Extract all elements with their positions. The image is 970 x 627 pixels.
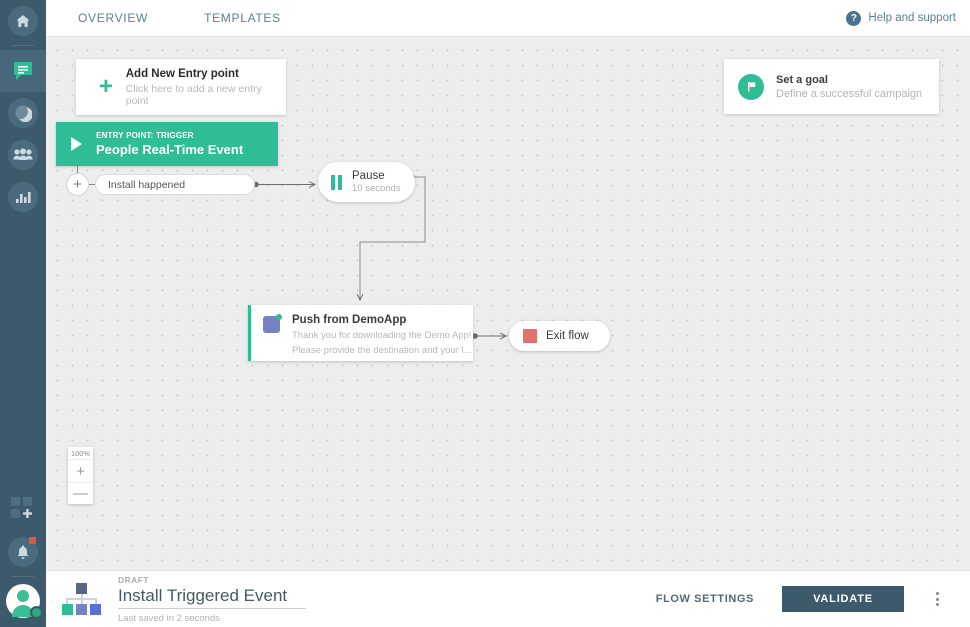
set-a-goal-card[interactable]: Set a goal Define a successful campaign <box>724 59 939 114</box>
condition-node-install-happened[interactable]: Install happened <box>95 174 255 195</box>
sidebar-item-apps[interactable] <box>0 489 46 531</box>
tab-templates[interactable]: TEMPLATES <box>204 11 281 25</box>
home-icon <box>8 6 38 36</box>
add-entry-text: Add New Entry point Click here to add a … <box>126 68 286 107</box>
zoom-in-button[interactable]: + <box>76 462 85 480</box>
sidebar-item-notifications[interactable] <box>0 531 46 573</box>
rail-divider <box>12 45 34 46</box>
sidebar-item-account[interactable] <box>0 581 46 627</box>
pause-subtitle: 10 seconds <box>352 183 401 194</box>
flow-diagram-icon <box>62 583 101 615</box>
flow-canvas[interactable]: + Add New Entry point Click here to add … <box>46 37 970 570</box>
exit-flow-node[interactable]: Exit flow <box>509 321 610 351</box>
sidebar-item-analytics[interactable] <box>0 176 46 218</box>
add-entry-subtitle: Click here to add a new entry point <box>125 82 262 107</box>
push-from-demoapp-node[interactable]: Push from DemoApp Thank you for download… <box>248 305 473 361</box>
rail-divider-bottom <box>12 576 34 577</box>
stop-square-icon <box>523 329 537 343</box>
goal-title: Set a goal <box>776 73 828 86</box>
last-saved-text: Last saved in 2 seconds <box>118 612 220 624</box>
sidebar-item-home[interactable] <box>0 0 46 42</box>
connector-layer <box>77 166 970 570</box>
bottom-bar: DRAFT Install Triggered Event Last saved… <box>46 570 970 627</box>
bottom-bar-actions: FLOW SETTINGS VALIDATE <box>656 584 952 614</box>
chat-bubble-icon <box>8 56 38 86</box>
avatar-body <box>12 605 34 617</box>
push-line-1: Thank you for downloading the Demo App! <box>292 330 472 341</box>
pause-text: Pause 10 seconds <box>352 170 401 194</box>
trigger-text: ENTRY POINT: TRIGGER People Real-Time Ev… <box>96 131 243 157</box>
push-line-2: Please provide the destination and your … <box>292 345 472 356</box>
pause-title: Pause <box>352 170 385 182</box>
flow-settings-button[interactable]: FLOW SETTINGS <box>655 593 754 605</box>
kebab-menu-icon[interactable] <box>922 584 952 614</box>
add-step-button[interactable]: + <box>66 173 89 196</box>
avatar-head <box>17 590 29 602</box>
trigger-name: People Real-Time Event <box>96 142 244 157</box>
flow-name-input[interactable]: Install Triggered Event <box>118 586 306 609</box>
trigger-kicker: ENTRY POINT: TRIGGER <box>96 131 194 140</box>
question-mark-circle-icon: ? <box>846 10 862 26</box>
pause-icon <box>331 174 342 190</box>
play-icon <box>56 137 96 151</box>
help-label: Help and support <box>868 12 956 24</box>
people-icon <box>8 140 38 170</box>
sidebar-item-insights[interactable] <box>0 92 46 134</box>
status-badge: DRAFT <box>118 574 149 585</box>
sidebar-item-audience[interactable] <box>0 134 46 176</box>
flow-meta: DRAFT Install Triggered Event Last saved… <box>118 575 306 624</box>
plus-icon: + <box>98 73 113 100</box>
condition-label: Install happened <box>108 178 186 191</box>
flag-icon <box>738 73 764 100</box>
add-entry-title: Add New Entry point <box>125 67 239 80</box>
pause-node[interactable]: Pause 10 seconds <box>318 162 415 202</box>
apps-grid-add-icon <box>10 496 36 525</box>
entry-point-trigger-node[interactable]: ENTRY POINT: TRIGGER People Real-Time Ev… <box>56 122 278 166</box>
zoom-out-button[interactable]: — <box>68 482 93 504</box>
bar-chart-icon <box>8 182 38 212</box>
goal-subtitle: Define a successful campaign <box>776 87 923 100</box>
moon-circle-icon <box>8 98 38 128</box>
exit-flow-label: Exit flow <box>546 330 589 342</box>
add-new-entry-point-card[interactable]: + Add New Entry point Click here to add … <box>76 59 286 115</box>
notification-badge <box>29 537 36 544</box>
push-title: Push from DemoApp <box>292 314 407 326</box>
zoom-controls: 100% + — <box>68 447 93 504</box>
gear-icon <box>30 606 43 619</box>
sidebar-item-messages[interactable] <box>0 50 46 92</box>
tab-overview[interactable]: OVERVIEW <box>78 11 149 25</box>
top-bar: OVERVIEW TEMPLATES ? Help and support <box>46 0 970 37</box>
left-nav-rail <box>0 0 46 627</box>
help-and-support-link[interactable]: ? Help and support <box>846 10 956 26</box>
avatar-settings-icon <box>6 584 43 619</box>
zoom-level-label: 100% <box>68 447 93 460</box>
push-app-icon <box>263 314 282 333</box>
validate-button[interactable]: VALIDATE <box>782 586 904 612</box>
push-text: Push from DemoApp Thank you for download… <box>292 314 472 356</box>
goal-text: Set a goal Define a successful campaign <box>776 74 922 100</box>
